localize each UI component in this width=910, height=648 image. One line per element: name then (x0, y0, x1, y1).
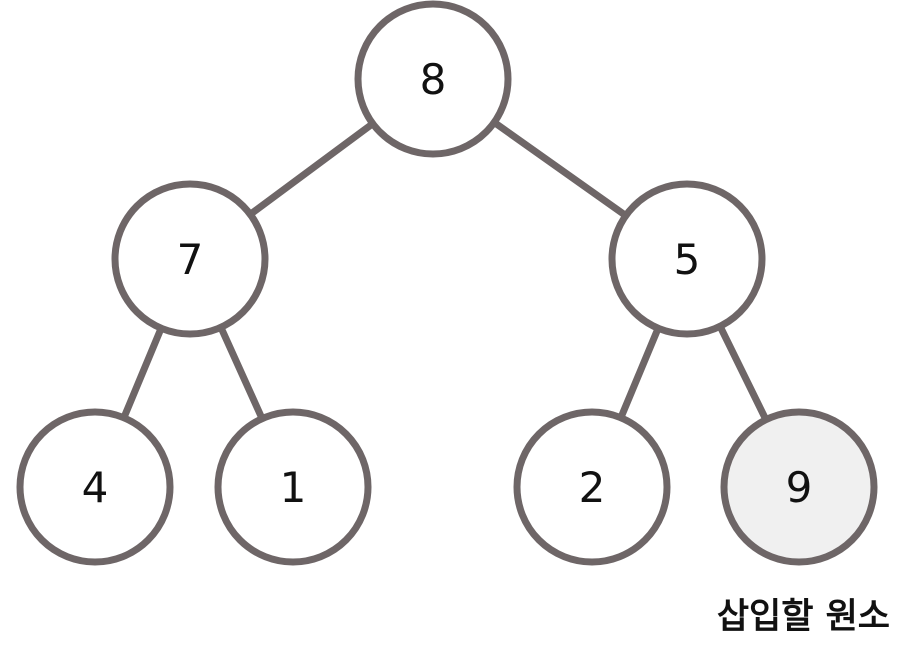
node-circle (16, 408, 174, 566)
node-label: 7 (177, 235, 204, 284)
node-label: 8 (420, 55, 447, 104)
node-label: 2 (579, 463, 606, 512)
node-circle (111, 180, 269, 338)
node-circle (354, 0, 512, 158)
node-circle (608, 180, 766, 338)
node-label: 1 (280, 463, 307, 512)
tree-node-8: 8 (354, 0, 512, 158)
tree-node-4: 4 (16, 408, 174, 566)
tree-node-5: 5 (608, 180, 766, 338)
node-circle (513, 408, 671, 566)
node-label: 5 (674, 235, 701, 284)
edge-n7-n1 (217, 323, 266, 423)
tree-node-2: 2 (513, 408, 671, 566)
edge-n8-n7 (246, 120, 377, 218)
tree-node-9: 9 (720, 408, 878, 566)
edge-n5-n9 (716, 322, 770, 424)
edge-n5-n2 (617, 324, 662, 422)
edge-n7-n4 (120, 324, 165, 422)
node-circle (214, 408, 372, 566)
node-label: 9 (786, 463, 813, 512)
tree-node-7: 7 (111, 180, 269, 338)
node-circle-highlighted (720, 408, 878, 566)
node-label: 4 (82, 463, 109, 512)
tree-node-1: 1 (214, 408, 372, 566)
edge-n8-n5 (490, 118, 630, 220)
insert-element-caption: 삽입할 원소 (716, 597, 890, 637)
